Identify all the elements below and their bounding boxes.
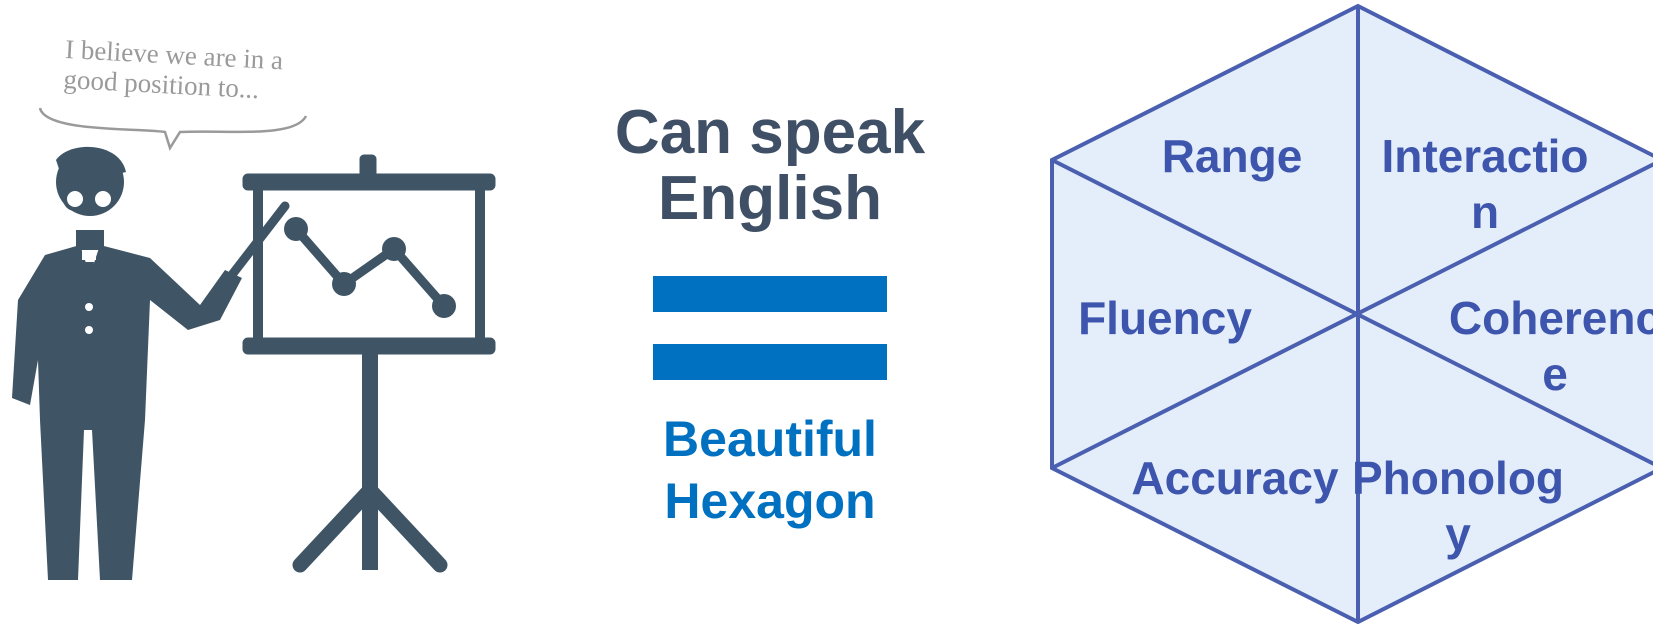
segment-range-label: Range [1161,130,1303,182]
subline-line-2: Hexagon [664,473,876,529]
segment-coherence-label-1: Coherenc [1448,292,1653,344]
segment-phonology-label-2: y [1445,508,1471,560]
headline-line-2: English [658,164,882,233]
headline-line-1: Can speak [614,98,926,167]
presenter-person-icon [12,146,290,580]
segment-phonology-label-1: Phonolog [1351,452,1565,504]
equals-bar-bottom [653,344,887,380]
presenter-illustration: I believe we are in a good position to..… [0,0,520,624]
equation-block: Can speak English Beautiful Hexagon [590,100,950,532]
presenter-figure-graphic [12,107,496,580]
equals-sign-icon [653,276,887,380]
segment-range: Range [1152,128,1312,184]
presentation-board-icon [242,154,496,573]
hexagon-divider-diagonal-2 [1051,162,1653,470]
segment-coherence-label-2: e [1542,348,1568,400]
speech-bubble-outline [38,107,308,151]
segment-coherence: Coherenc e [1430,290,1653,402]
segment-interaction: Interactio n [1370,128,1600,240]
segment-fluency-label: Fluency [1078,292,1252,344]
subline-line-1: Beautiful [663,411,877,467]
segment-phonology: Phonolog y [1348,450,1568,562]
hexagon-graphic [1050,3,1653,624]
segment-fluency: Fluency [1070,290,1260,346]
subline-text: Beautiful Hexagon [590,408,950,532]
segment-accuracy-label: Accuracy [1131,452,1339,504]
segment-accuracy: Accuracy [1130,450,1340,506]
equals-bar-top [653,276,887,312]
segment-interaction-label-2: n [1470,186,1500,238]
skills-hexagon: Range Interactio n Fluency Coherenc e Ac… [1040,0,1653,624]
segment-interaction-label-1: Interactio [1381,130,1589,182]
